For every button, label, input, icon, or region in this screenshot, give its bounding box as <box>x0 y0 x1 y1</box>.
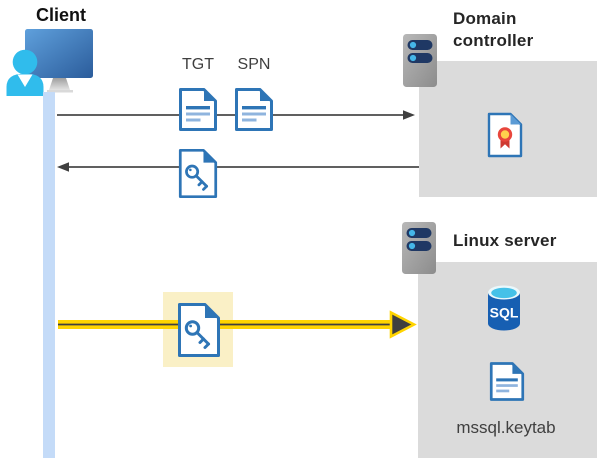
spn-document-icon <box>235 88 273 131</box>
person-head-icon <box>12 49 38 75</box>
keytab-document-icon <box>489 362 525 401</box>
client-lifeline <box>43 92 55 458</box>
sql-database-icon: SQL <box>488 285 520 331</box>
keytab-label: mssql.keytab <box>456 418 556 437</box>
linux-server-icon <box>402 222 436 274</box>
linux-server-label: Linux server <box>453 231 557 250</box>
sql-icon-label: SQL <box>490 305 519 321</box>
key-document-icon <box>178 148 218 199</box>
monitor-stand-icon <box>49 78 70 90</box>
person-collar-icon <box>17 74 33 87</box>
monitor-base-icon <box>47 90 73 93</box>
response-arrow <box>57 162 419 172</box>
auth-arrowhead-icon <box>389 310 417 339</box>
monitor-icon <box>25 29 93 78</box>
auth-arrow-yellow <box>58 310 417 339</box>
response-arrowhead-icon <box>57 162 69 172</box>
spn-label: SPN <box>237 56 271 73</box>
request-arrow <box>57 110 415 120</box>
tgt-document-icon <box>179 88 217 131</box>
keytab-key-document-icon <box>178 303 220 357</box>
domain-controller-server-icon <box>403 34 437 87</box>
request-arrowhead-icon <box>403 110 415 120</box>
client-label: Client <box>35 5 86 25</box>
certificate-icon <box>487 112 523 158</box>
tgt-label: TGT <box>182 56 214 73</box>
client-icon <box>6 29 93 96</box>
domain-controller-label: Domain controller <box>453 9 534 50</box>
